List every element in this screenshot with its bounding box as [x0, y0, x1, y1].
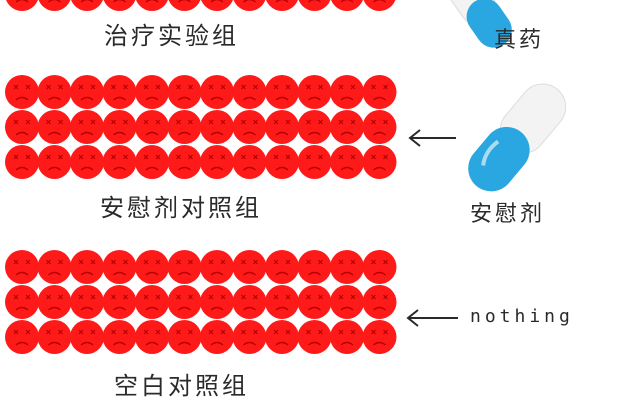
sad-face-icon: [136, 0, 168, 11]
sad-face-icon: [167, 285, 202, 319]
face-grid-placebo: [5, 75, 397, 179]
sad-face-icon: [362, 285, 397, 319]
sad-face-icon: [330, 250, 364, 284]
sad-face-icon: [135, 320, 169, 354]
sad-face-icon: [102, 320, 137, 354]
group-label-placebo: 安慰剂对照组: [100, 194, 262, 222]
sad-face-icon: [265, 75, 299, 109]
sad-face-icon: [232, 285, 267, 319]
sad-face-icon: [330, 110, 364, 144]
sad-face-icon: [232, 320, 267, 354]
sad-face-icon: [5, 75, 39, 109]
sad-face-icon: [37, 320, 72, 354]
sad-face-icon: [70, 110, 104, 144]
sad-face-icon: [168, 0, 201, 11]
sad-face-icon: [37, 145, 72, 179]
sad-face-icon: [297, 75, 332, 109]
left-arrow-icon: [406, 309, 458, 327]
sad-face-icon: [70, 250, 104, 284]
sad-face-icon: [167, 145, 202, 179]
sad-face-icon: [330, 285, 364, 319]
sad-face-icon: [330, 320, 364, 354]
intervention-label-drug: 真药: [494, 28, 545, 53]
capsule-icon: [447, 0, 512, 48]
sad-face-icon: [232, 250, 267, 284]
sad-face-icon: [265, 285, 299, 319]
sad-face-icon: [6, 0, 38, 11]
sad-face-icon: [330, 75, 364, 109]
sad-face-icon: [363, 0, 396, 11]
sad-face-icon: [102, 285, 137, 319]
group-label-treatment: 治疗实验组: [104, 22, 239, 50]
sad-face-icon: [135, 250, 169, 284]
sad-face-icon: [37, 285, 72, 319]
sad-face-icon: [38, 0, 71, 11]
sad-face-icon: [200, 250, 234, 284]
capsule-icon: [468, 83, 567, 192]
sad-face-icon: [362, 320, 397, 354]
sad-face-icon: [167, 250, 202, 284]
sad-face-icon: [297, 320, 332, 354]
sad-face-icon: [297, 250, 332, 284]
intervention-label-placebo: 安慰剂: [470, 202, 546, 227]
sad-face-icon: [5, 320, 39, 354]
sad-face-icon: [362, 250, 397, 284]
sad-face-icon: [200, 285, 234, 319]
sad-face-icon: [232, 110, 267, 144]
sad-face-icon: [70, 285, 104, 319]
sad-face-icon: [232, 75, 267, 109]
sad-face-icon: [70, 320, 104, 354]
sad-face-icon: [102, 75, 137, 109]
sad-face-icon: [5, 250, 39, 284]
sad-face-icon: [297, 285, 332, 319]
sad-face-icon: [297, 110, 332, 144]
sad-face-icon: [298, 0, 331, 11]
sad-face-icon: [362, 145, 397, 179]
face-grid-treatment: [6, 0, 396, 11]
sad-face-icon: [167, 110, 202, 144]
sad-face-icon: [297, 145, 332, 179]
sad-face-icon: [167, 320, 202, 354]
sad-face-icon: [102, 110, 137, 144]
sad-face-icon: [135, 285, 169, 319]
sad-face-icon: [37, 250, 72, 284]
sad-face-icon: [135, 145, 169, 179]
intervention-label-nothing: nothing: [470, 306, 574, 327]
group-label-blank: 空白对照组: [114, 372, 249, 400]
sad-face-icon: [37, 110, 72, 144]
sad-face-icon: [71, 0, 103, 11]
sad-face-icon: [200, 145, 234, 179]
sad-face-icon: [233, 0, 266, 11]
sad-face-icon: [167, 75, 202, 109]
sad-face-icon: [362, 110, 397, 144]
sad-face-icon: [265, 110, 299, 144]
sad-face-icon: [200, 110, 234, 144]
sad-face-icon: [70, 75, 104, 109]
sad-face-icon: [265, 320, 299, 354]
sad-face-icon: [5, 145, 39, 179]
sad-face-icon: [362, 75, 397, 109]
left-arrow-icon: [408, 129, 456, 147]
sad-face-icon: [201, 0, 233, 11]
sad-face-icon: [265, 145, 299, 179]
sad-face-icon: [103, 0, 136, 11]
sad-face-icon: [265, 250, 299, 284]
sad-face-icon: [200, 75, 234, 109]
face-grid-blank: [5, 250, 397, 354]
sad-face-icon: [37, 75, 72, 109]
sad-face-icon: [135, 110, 169, 144]
sad-face-icon: [102, 250, 137, 284]
sad-face-icon: [200, 320, 234, 354]
sad-face-icon: [70, 145, 104, 179]
sad-face-icon: [232, 145, 267, 179]
sad-face-icon: [331, 0, 363, 11]
sad-face-icon: [5, 110, 39, 144]
sad-face-icon: [102, 145, 137, 179]
sad-face-icon: [266, 0, 298, 11]
sad-face-icon: [5, 285, 39, 319]
sad-face-icon: [330, 145, 364, 179]
sad-face-icon: [135, 75, 169, 109]
